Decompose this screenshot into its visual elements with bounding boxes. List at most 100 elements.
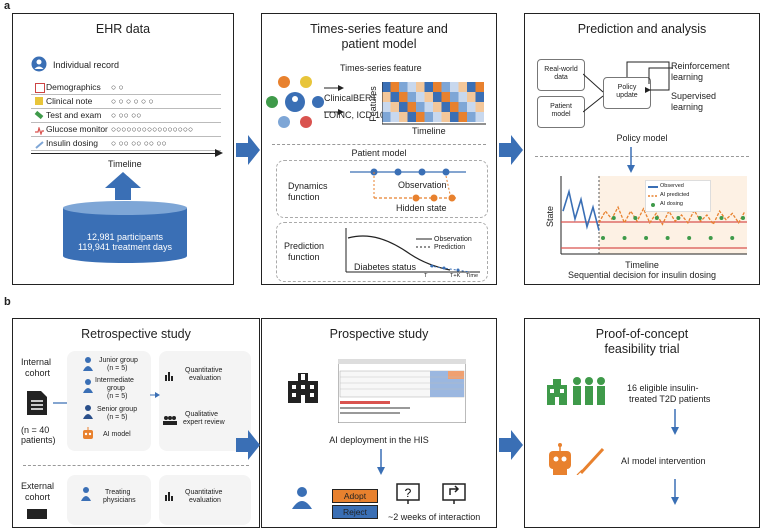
ai-dosing-point xyxy=(622,236,627,240)
a3-timeline-label: Timeline xyxy=(625,260,659,270)
syringe-icon xyxy=(35,139,44,149)
ehr-data-title: EHR data xyxy=(95,22,151,36)
participants-count: 12,981 participants xyxy=(86,232,164,242)
heatmap-cell xyxy=(467,102,476,112)
features-axis-label: Features xyxy=(368,86,378,122)
prospective-panel: Prospective study AI deployment in the H… xyxy=(261,318,497,528)
timeline-label: Timeline xyxy=(108,159,142,169)
quant-label-2: evaluation xyxy=(189,375,221,382)
heatmap-cell xyxy=(416,102,425,112)
heatmap-cell xyxy=(450,112,459,122)
heatmap-cell xyxy=(433,102,442,112)
intervention-label: AI model intervention xyxy=(621,456,706,466)
ai-dosing-point xyxy=(697,216,702,220)
flow-arrow-2 xyxy=(499,135,523,165)
row-test-exam: Test and exam ○ ○○ ○○ xyxy=(31,108,221,123)
user-icon xyxy=(31,56,47,72)
panel-letter-a: a xyxy=(4,0,11,12)
groups-box xyxy=(67,351,151,451)
retrospective-title: Retrospective study xyxy=(81,327,191,341)
heatmap-cell xyxy=(458,112,467,122)
bar-chart-icon xyxy=(165,372,173,381)
flow-arrow-1 xyxy=(236,135,260,165)
question-monitor-icon: ? xyxy=(396,483,420,504)
test-tube-icon xyxy=(34,110,44,120)
hidden-state-label: Hidden state xyxy=(396,203,447,213)
patient-model-label: Patient model xyxy=(351,148,407,158)
series-ai-predicted xyxy=(598,205,746,226)
ai-dosing-point xyxy=(719,216,724,220)
record-rows: Demographics ○ ○ Clinical note ○ ○ ○ ○ ○… xyxy=(31,80,221,152)
heatmap-cell xyxy=(407,82,416,92)
heatmap-cell xyxy=(467,92,476,102)
ai-dosing-point xyxy=(741,216,745,220)
heatmap-cell xyxy=(475,112,484,122)
heatmap-cell xyxy=(467,82,476,92)
deployment-label: AI deployment in the HIS xyxy=(329,435,429,445)
state-axis-label: State xyxy=(545,205,555,227)
tk-label: T+K xyxy=(450,273,461,279)
heatmap-cell xyxy=(416,112,425,122)
heatmap-cell xyxy=(382,82,391,92)
treatment-days-count: 119,941 treatment days xyxy=(78,242,172,252)
prediction-analysis-panel: Prediction and analysis Real-world data … xyxy=(524,13,760,285)
treating-label-1: Treating xyxy=(105,489,131,496)
heatmap-cell xyxy=(399,92,408,102)
treating-label-2: physicians xyxy=(103,497,136,504)
heatmap-cell xyxy=(382,102,391,112)
ai-dosing-point xyxy=(665,236,670,240)
note-icon xyxy=(35,97,43,105)
ai-dosing-point xyxy=(730,236,735,240)
feedback-monitor-icon xyxy=(442,483,466,504)
senior-label-1: Senior group xyxy=(97,406,138,413)
down-arrow-b3-2 xyxy=(671,479,679,505)
feature-model-panel: Times-series feature and patient model T… xyxy=(261,13,497,285)
feature-title-line2: patient model xyxy=(341,37,417,51)
prediction-title: Prediction and analysis xyxy=(577,22,707,36)
heatmap-cell xyxy=(441,102,450,112)
heatmap-cell xyxy=(416,82,425,92)
sl-label-2: learning xyxy=(671,102,704,112)
qual-label-2: expert review xyxy=(183,419,225,426)
ehr-data-panel: EHR data Individual record Demographics … xyxy=(12,13,234,285)
diabetes-status-label: Diabetes status xyxy=(354,262,417,272)
document-icon xyxy=(27,391,47,415)
time-label: Time xyxy=(466,273,479,279)
qual-label-1: Qualitative xyxy=(185,411,219,418)
heatmap-cell xyxy=(424,112,433,122)
heatmap-cell xyxy=(424,92,433,102)
row-glucose-monitor: Glucose monitor ○○○○○○○○○○○○○○○○ xyxy=(31,122,221,137)
ts-timeline-label: Timeline xyxy=(412,126,446,136)
arrow-to-loinc xyxy=(324,109,344,115)
patient-model-box: Patient model xyxy=(537,96,585,128)
ai-dosing-point xyxy=(676,216,681,220)
prediction-label-1: Prediction xyxy=(284,241,325,251)
heatmap-cell xyxy=(433,92,442,102)
dynamics-diagram xyxy=(350,168,466,202)
robot-icon xyxy=(83,427,93,439)
panel-letter-b: b xyxy=(4,296,11,308)
senior-label-2: (n = 5) xyxy=(107,414,128,421)
database-icon xyxy=(63,201,187,263)
loinc-label: LOINC, ICD-10 xyxy=(324,110,386,120)
heatmap-cell xyxy=(390,102,399,112)
junior-label-2: (n = 5) xyxy=(107,365,128,372)
legend-swatches xyxy=(648,186,658,207)
arrow-groups-eval xyxy=(150,392,160,398)
divider-b1 xyxy=(23,465,249,466)
heatmap-cell xyxy=(441,112,450,122)
ai-dosing-point xyxy=(708,236,713,240)
robot-syringe-icon xyxy=(549,443,605,475)
internal-label-1: Internal xyxy=(21,357,52,367)
svg-text:?: ? xyxy=(405,486,412,500)
rl-label-1: Reinforcement xyxy=(671,61,730,71)
n40-label-2: patients) xyxy=(21,435,56,445)
his-screenshot xyxy=(338,359,466,423)
divider-a2 xyxy=(272,144,486,145)
rl-label-2: learning xyxy=(671,72,704,82)
heatmap-cell xyxy=(475,102,484,112)
heatmap-cell xyxy=(458,102,467,112)
patients-label-2: treated T2D patients xyxy=(629,394,711,404)
series-observed xyxy=(562,188,600,231)
timeline-arrowhead xyxy=(215,149,223,157)
